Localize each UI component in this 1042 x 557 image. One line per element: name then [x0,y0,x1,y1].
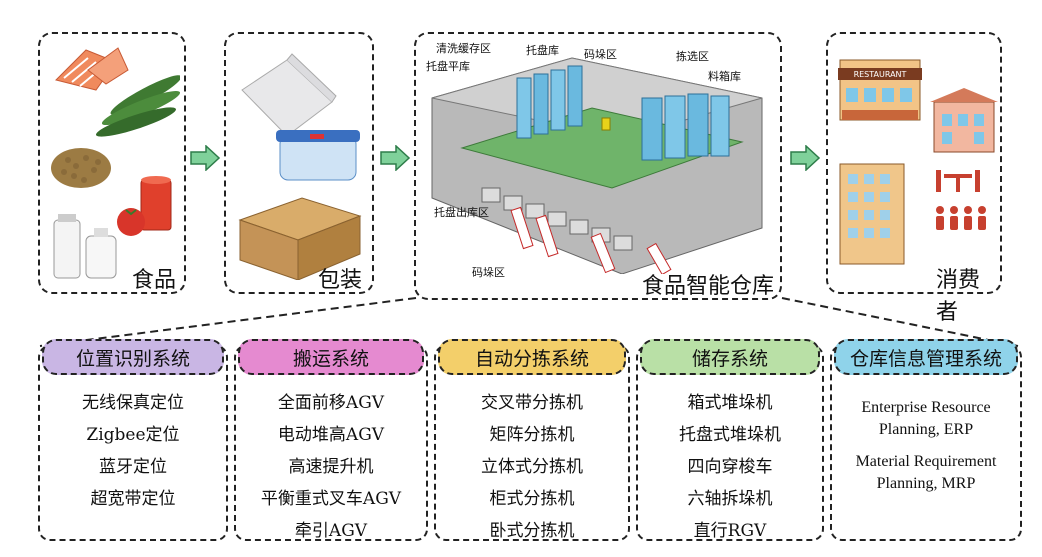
system-items: 无线保真定位 Zigbee定位蓝牙定位超宽带定位 [42,383,224,537]
milk-bottles-image [53,214,117,279]
system-item: 高速提升机 [288,457,374,477]
apartment-building-image [839,163,905,265]
consumer-stage-label: 消费者 [936,268,981,325]
system-item: 四向穿梭车 [687,457,773,477]
label-pallet-store: 托盘库 [526,44,559,57]
packaging-illustration [238,53,362,280]
dining-table-icon [936,170,980,192]
system-title: 位置识别系统 [42,339,224,375]
system-title: 储存系统 [640,339,820,375]
system-item: 交叉带分拣机 [481,393,583,413]
consumer-stage-box: RESTAURANT [826,32,1002,325]
trucks [510,206,672,274]
cardboard-box-image [238,197,362,280]
system-item: 牵引AGV [294,521,368,541]
label-picking: 拣选区 [676,50,709,63]
system-items: 箱式堆垛机托盘式堆垛机四向穿梭车六轴拆垛机直行RGV [640,383,820,541]
system-item: 平衡重式叉车AGV [260,489,402,509]
system-items: 全面前移AGV 电动堆高AGV 高速提升机平衡重式叉车AGV 牵引AGV [238,383,424,541]
warehouse-stage-label: 食品智能仓库 [642,274,775,299]
system-items: 交叉带分拣机矩阵分拣机立体式分拣机柜式分拣机卧式分拣机 [438,383,626,541]
system-column: 位置识别系统无线保真定位 Zigbee定位蓝牙定位超宽带定位 [38,339,228,541]
grain-pile-image [51,148,111,188]
system-body [830,345,1022,541]
flow-arrow-icon [190,145,220,171]
system-item: 箱式堆垛机 [687,393,773,413]
system-column: 储存系统箱式堆垛机托盘式堆垛机四向穿梭车六轴拆垛机直行RGV [636,339,824,541]
system-item: 矩阵分拣机 [489,425,575,445]
system-body [234,345,428,541]
label-pallet-flat: 托盘平库 [426,60,470,73]
system-item: 电动堆高AGV [277,425,385,445]
label-clean-buffer: 清洗缓存区 [436,42,491,55]
system-body [636,345,824,541]
system-item: 蓝牙定位 [99,457,167,477]
system-item: 卧式分拣机 [489,521,575,541]
tomato-juice-image [117,176,172,236]
label-stacking-bottom: 码垛区 [472,266,505,279]
system-title: 搬运系统 [238,339,424,375]
warehouse-stage-box: 清洗缓存区 托盘库 码垛区 拣选区 托盘平库 料箱库 托盘出库区 码垛区 食品智… [414,32,782,300]
dining-hall-image [930,88,998,153]
consumer-illustration: RESTAURANT [838,59,998,265]
system-column: 自动分拣系统交叉带分拣机矩阵分拣机立体式分拣机柜式分拣机卧式分拣机 [434,339,630,541]
system-item: 柜式分拣机 [489,489,575,509]
system-column: 搬运系统全面前移AGV 电动堆高AGV 高速提升机平衡重式叉车AGV 牵引AGV [234,339,428,541]
label-pallet-out: 托盘出库区 [434,206,489,219]
warehouse-illustration [431,57,763,274]
system-item: Enterprise Resource Planning, ERP [861,399,991,438]
food-container-image [276,130,360,181]
salmon-image [55,47,129,91]
food-stage-box: 食品 [38,32,186,294]
system-body [38,345,228,541]
system-item: Zigbee定位 [86,425,180,445]
cucumber-image [95,75,180,137]
system-title: 自动分拣系统 [438,339,626,375]
restaurant-image [838,59,922,121]
packaging-stage-label: 包装 [318,268,363,293]
food-illustration [51,47,180,279]
system-item: Material Requirement Planning, MRP [855,453,997,492]
restaurant-sign: RESTAURANT [854,70,907,79]
flow-arrow-icon [790,145,820,171]
system-item: 直行RGV [693,521,767,541]
packaging-stage-box: 包装 [224,32,374,294]
system-item: 立体式分拣机 [481,457,583,477]
food-stage-label: 食品 [132,268,177,293]
flow-arrow-icon [380,145,410,171]
system-column: 仓库信息管理系统 Enterprise Resource Planning, ER… [830,339,1022,541]
system-title: 仓库信息管理系统 [834,339,1018,375]
pallet-rack-left [516,65,583,139]
label-bin-store: 料箱库 [708,70,741,83]
label-stacking-top: 码垛区 [584,48,617,61]
system-item: 六轴拆垛机 [687,489,773,509]
plastic-bag-image [241,53,337,137]
system-item: 无线保真定位 [82,393,184,413]
system-item: 全面前移AGV [277,393,385,413]
bin-rack-right [641,93,730,161]
system-items: Enterprise Resource Planning, ERP Materia… [834,383,1018,537]
system-item: 超宽带定位 [90,489,176,509]
system-item: 托盘式堆垛机 [679,425,781,445]
people-icon [936,206,986,230]
